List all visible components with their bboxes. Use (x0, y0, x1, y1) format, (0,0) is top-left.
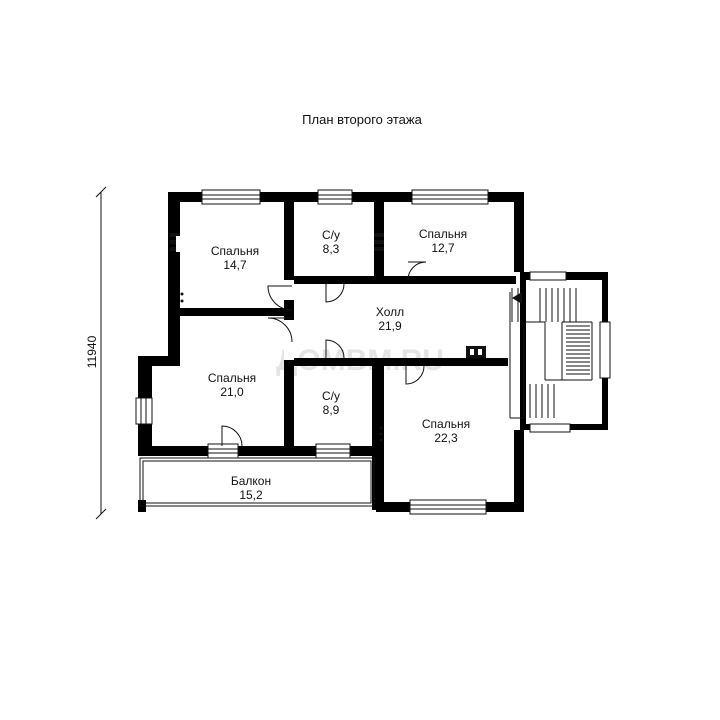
room-name: Холл (376, 305, 404, 319)
room-area: 21,9 (378, 319, 402, 333)
dimension-label: 11940 (85, 335, 99, 368)
windows (135, 189, 489, 515)
room-area: 15,2 (239, 488, 263, 502)
plan-title: План второго этажа (302, 112, 422, 127)
ventilation-marks (170, 233, 486, 442)
room-name: Спальня (419, 227, 467, 241)
room-area: 21,0 (220, 385, 244, 399)
room-area: 8,3 (323, 242, 340, 256)
room-name: Балкон (231, 474, 271, 488)
dimension-line (95, 186, 107, 520)
room-name: С/у (322, 389, 340, 403)
balcony-railing (139, 457, 375, 507)
room-name: Спальня (208, 371, 256, 385)
room-area: 14,7 (223, 258, 247, 272)
room-area: 22,3 (434, 431, 458, 445)
doors (221, 261, 427, 447)
room-area: 12,7 (431, 241, 455, 255)
room-name: Спальня (211, 244, 259, 258)
staircase (509, 271, 611, 433)
room-labels: Спальня 14,7 С/у 8,3 Спальня 12,7 Холл 2… (208, 227, 470, 502)
room-area: 8,9 (323, 403, 340, 417)
room-name: С/у (322, 228, 340, 242)
room-name: Спальня (422, 417, 470, 431)
